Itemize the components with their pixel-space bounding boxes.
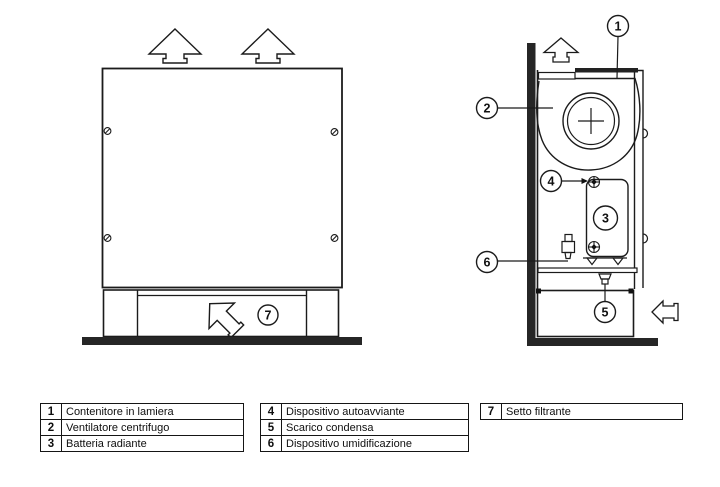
condensate-drain-fitting [598, 273, 612, 285]
battery-foot [585, 257, 599, 266]
casing-top-bar [575, 68, 638, 73]
legend-label: Dispositivo autoavviante [281, 403, 469, 420]
legend-num: 2 [40, 419, 62, 436]
legend-row: 2 Ventilatore centrifugo [40, 419, 244, 436]
callout-4-number: 4 [548, 175, 555, 189]
callout-4-circle [539, 169, 563, 193]
panel-clip-icon [642, 128, 649, 139]
legend-label: Batteria radiante [61, 435, 244, 452]
callout-5-number: 5 [602, 306, 609, 320]
fan-wheel-outer [562, 92, 620, 150]
unit-front-panel [101, 67, 343, 289]
callout-7-circle [257, 304, 279, 326]
legend-label: Contenitore in lamiera [61, 403, 244, 420]
autostart-screw-icon [587, 240, 601, 254]
callout-3: 3 [592, 205, 619, 231]
legend-num: 1 [40, 403, 62, 420]
air-outlet-slot [537, 71, 576, 80]
legend-num: 7 [480, 403, 502, 420]
callout-3-number: 3 [602, 212, 609, 226]
legend-label: Setto filtrante [501, 403, 683, 420]
fan-axis-cross-icon [578, 108, 604, 134]
legend-label: Scarico condensa [281, 419, 469, 436]
callout-1-circle [606, 14, 630, 38]
filter-box-corner-mark [628, 288, 634, 294]
callout-2: 2 [475, 96, 553, 120]
legend-table-3: 7 Setto filtrante [480, 403, 683, 420]
radiant-battery [585, 178, 629, 258]
battery-foot [611, 257, 625, 266]
floor-bar [82, 337, 362, 345]
fan-coil-diagram: 7 [82, 14, 679, 346]
legend-num: 3 [40, 435, 62, 452]
floor-bar [527, 338, 658, 346]
autostart-screw-icon [587, 175, 601, 189]
panel-clip-icon [642, 233, 649, 244]
callout-1-leader [616, 36, 619, 79]
air-outlet-arrow-left-icon [147, 28, 203, 64]
legend-row: 3 Batteria radiante [40, 435, 244, 452]
callout-1-number: 1 [615, 20, 622, 34]
legend-num: 4 [260, 403, 282, 420]
condensate-tray [537, 267, 638, 274]
legend-row: 1 Contenitore in lamiera [40, 403, 244, 420]
callout-6: 6 [475, 250, 568, 274]
air-outlet-arrow-icon [542, 37, 580, 63]
legend-num: 5 [260, 419, 282, 436]
fan-wheel-inner [566, 96, 616, 146]
legend-label: Ventilatore centrifugo [61, 419, 244, 436]
front-view: 7 [82, 28, 362, 345]
legend-num: 6 [260, 435, 282, 452]
legend-row: 4 Dispositivo autoavviante [260, 403, 469, 420]
callout-6-number: 6 [484, 256, 491, 270]
side-view: 1 2 3 4 [475, 14, 679, 346]
callout-1: 1 [606, 14, 630, 79]
panel-screw-icon [330, 234, 339, 242]
legend-table-2: 4 Dispositivo autoavviante 5 Scarico con… [260, 403, 469, 452]
callout-5-circle [593, 300, 617, 324]
legend-row: 5 Scarico condensa [260, 419, 469, 436]
legend-label: Dispositivo umidificazione [281, 435, 469, 452]
fan-volute [536, 77, 641, 171]
humidifier-device [561, 233, 576, 260]
callout-2-number: 2 [484, 102, 491, 116]
panel-screw-icon [103, 127, 112, 135]
callout-7-number: 7 [265, 309, 272, 323]
legend-row: 7 Setto filtrante [480, 403, 683, 420]
filter-box-corner-mark [536, 288, 541, 294]
callout-3-circle [592, 205, 619, 231]
callout-4: 4 [539, 169, 588, 193]
panel-screw-icon [103, 234, 112, 242]
air-intake-arrow-icon [651, 299, 679, 325]
callout-2-circle [475, 96, 499, 120]
legend-table-1: 1 Contenitore in lamiera 2 Ventilatore c… [40, 403, 244, 452]
unit-base [102, 289, 340, 338]
legend-row: 6 Dispositivo umidificazione [260, 435, 469, 452]
panel-screw-icon [330, 128, 339, 136]
filter-box [536, 289, 635, 338]
callout-5: 5 [593, 284, 617, 324]
callout-7: 7 [257, 304, 279, 326]
casing-right-outer-panel [634, 69, 644, 288]
air-intake-arrow-icon [208, 302, 245, 339]
wall-bar [527, 43, 536, 346]
callout-6-circle [475, 250, 499, 274]
callout-4-arrowhead [581, 178, 588, 184]
air-outlet-arrow-right-icon [240, 28, 296, 64]
